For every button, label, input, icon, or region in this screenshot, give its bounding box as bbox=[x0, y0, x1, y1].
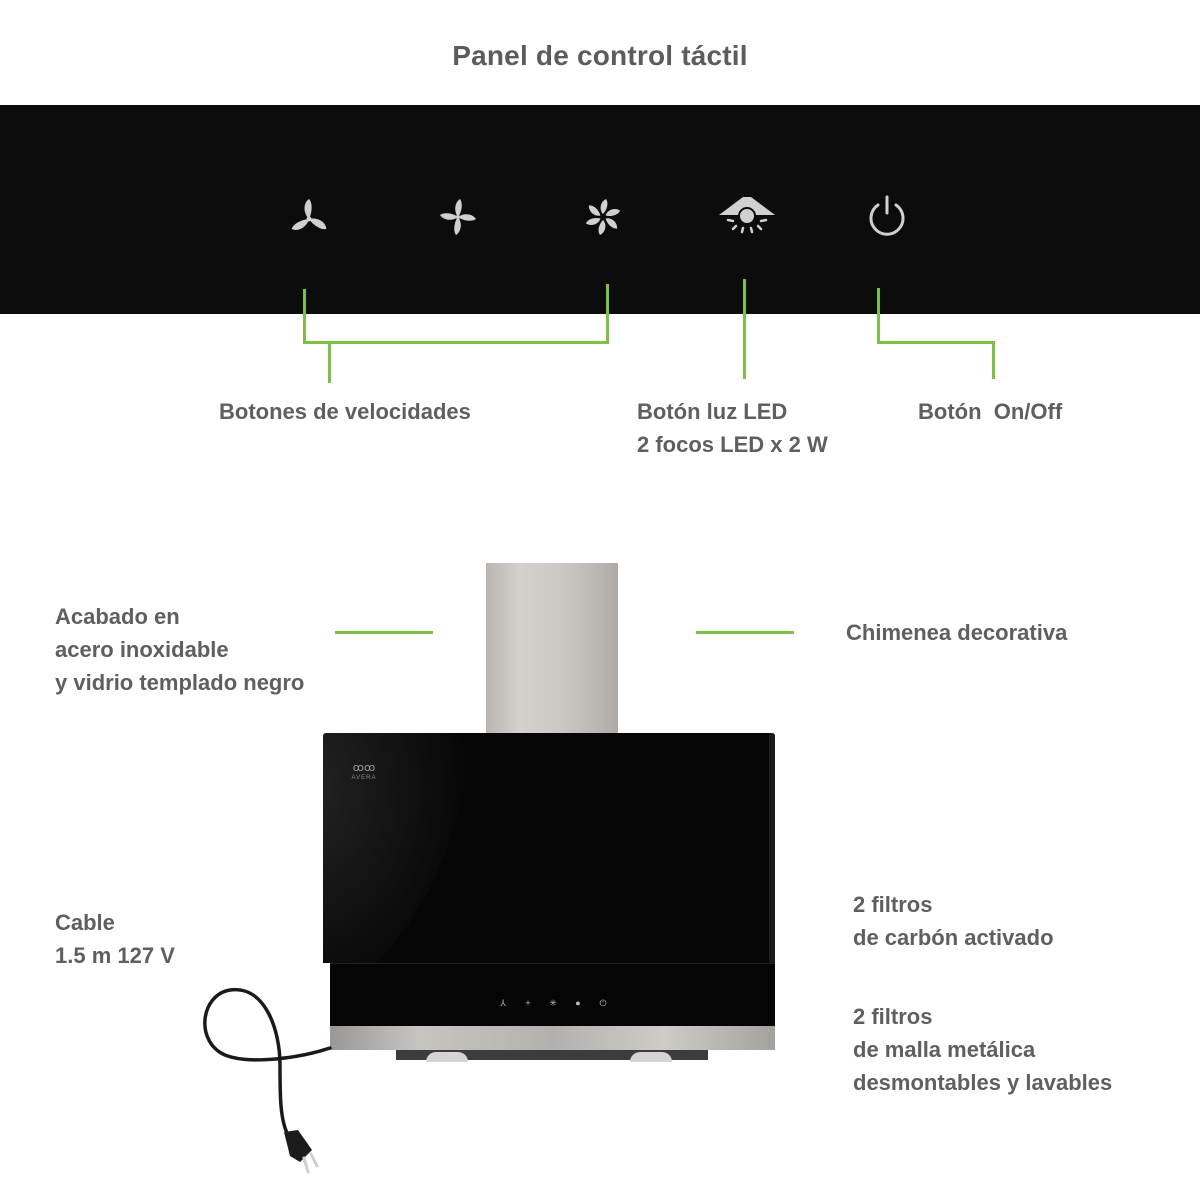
hood-underside bbox=[396, 1050, 708, 1060]
mini-fan-3-icon: ✳ bbox=[549, 998, 557, 1008]
led-callout-line bbox=[743, 279, 746, 379]
power-cable-icon bbox=[203, 988, 332, 1174]
speed-buttons-label: Botones de velocidades bbox=[219, 399, 471, 424]
chimney-label: Chimenea decorativa bbox=[846, 620, 1068, 645]
brand-name: AVERA bbox=[351, 775, 377, 781]
fan-speed-1-icon[interactable] bbox=[283, 191, 335, 243]
hood-glass-panel bbox=[323, 733, 775, 963]
mini-fan-2-icon: + bbox=[525, 998, 531, 1008]
chimney-callout-line bbox=[696, 631, 794, 634]
hood-steel-trim bbox=[330, 1026, 775, 1050]
mini-fan-1-icon: ⅄ bbox=[500, 998, 506, 1008]
hood-led-lamp-left bbox=[426, 1052, 468, 1062]
carbon-filters-label: 2 filtros de carbón activado bbox=[853, 892, 1054, 950]
hood-touch-controls: ⅄ + ✳ ● ⏻ bbox=[498, 996, 608, 1010]
speed-callout-left-vertical bbox=[303, 289, 306, 344]
control-panel bbox=[0, 105, 1200, 314]
power-callout-horizontal bbox=[877, 341, 995, 344]
brand-logo: ꝏꝏ AVERA bbox=[350, 762, 378, 782]
led-button-label: Botón luz LED bbox=[637, 399, 788, 424]
brand-logo-icon: ꝏꝏ bbox=[352, 762, 376, 774]
fan-speed-2-icon[interactable] bbox=[432, 191, 484, 243]
speed-callout-horizontal bbox=[303, 341, 609, 344]
finish-callout-line bbox=[335, 631, 433, 634]
hood-chimney bbox=[486, 563, 618, 735]
power-callout-vertical-top bbox=[877, 288, 880, 344]
mini-light-icon: ● bbox=[575, 998, 581, 1008]
power-icon[interactable] bbox=[861, 191, 913, 243]
led-spec-label: 2 focos LED x 2 W bbox=[637, 432, 828, 457]
mini-power-icon: ⏻ bbox=[599, 998, 607, 1008]
cable-label: Cable 1.5 m 127 V bbox=[55, 910, 175, 968]
fan-speed-3-icon[interactable] bbox=[577, 191, 629, 243]
page-title: Panel de control táctil bbox=[452, 40, 748, 71]
power-callout-vertical-bottom bbox=[992, 341, 995, 379]
speed-callout-right-vertical bbox=[606, 284, 609, 344]
finish-label: Acabado en acero inoxidable y vidrio tem… bbox=[55, 604, 305, 695]
led-light-icon[interactable] bbox=[716, 191, 778, 243]
mesh-filters-label: 2 filtros de malla metálica desmontables… bbox=[853, 1004, 1113, 1095]
power-button-label: Botón On/Off bbox=[918, 399, 1063, 424]
hood-led-lamp-right bbox=[630, 1052, 672, 1062]
speed-callout-stem bbox=[328, 341, 331, 383]
hood-control-section bbox=[330, 963, 775, 1026]
